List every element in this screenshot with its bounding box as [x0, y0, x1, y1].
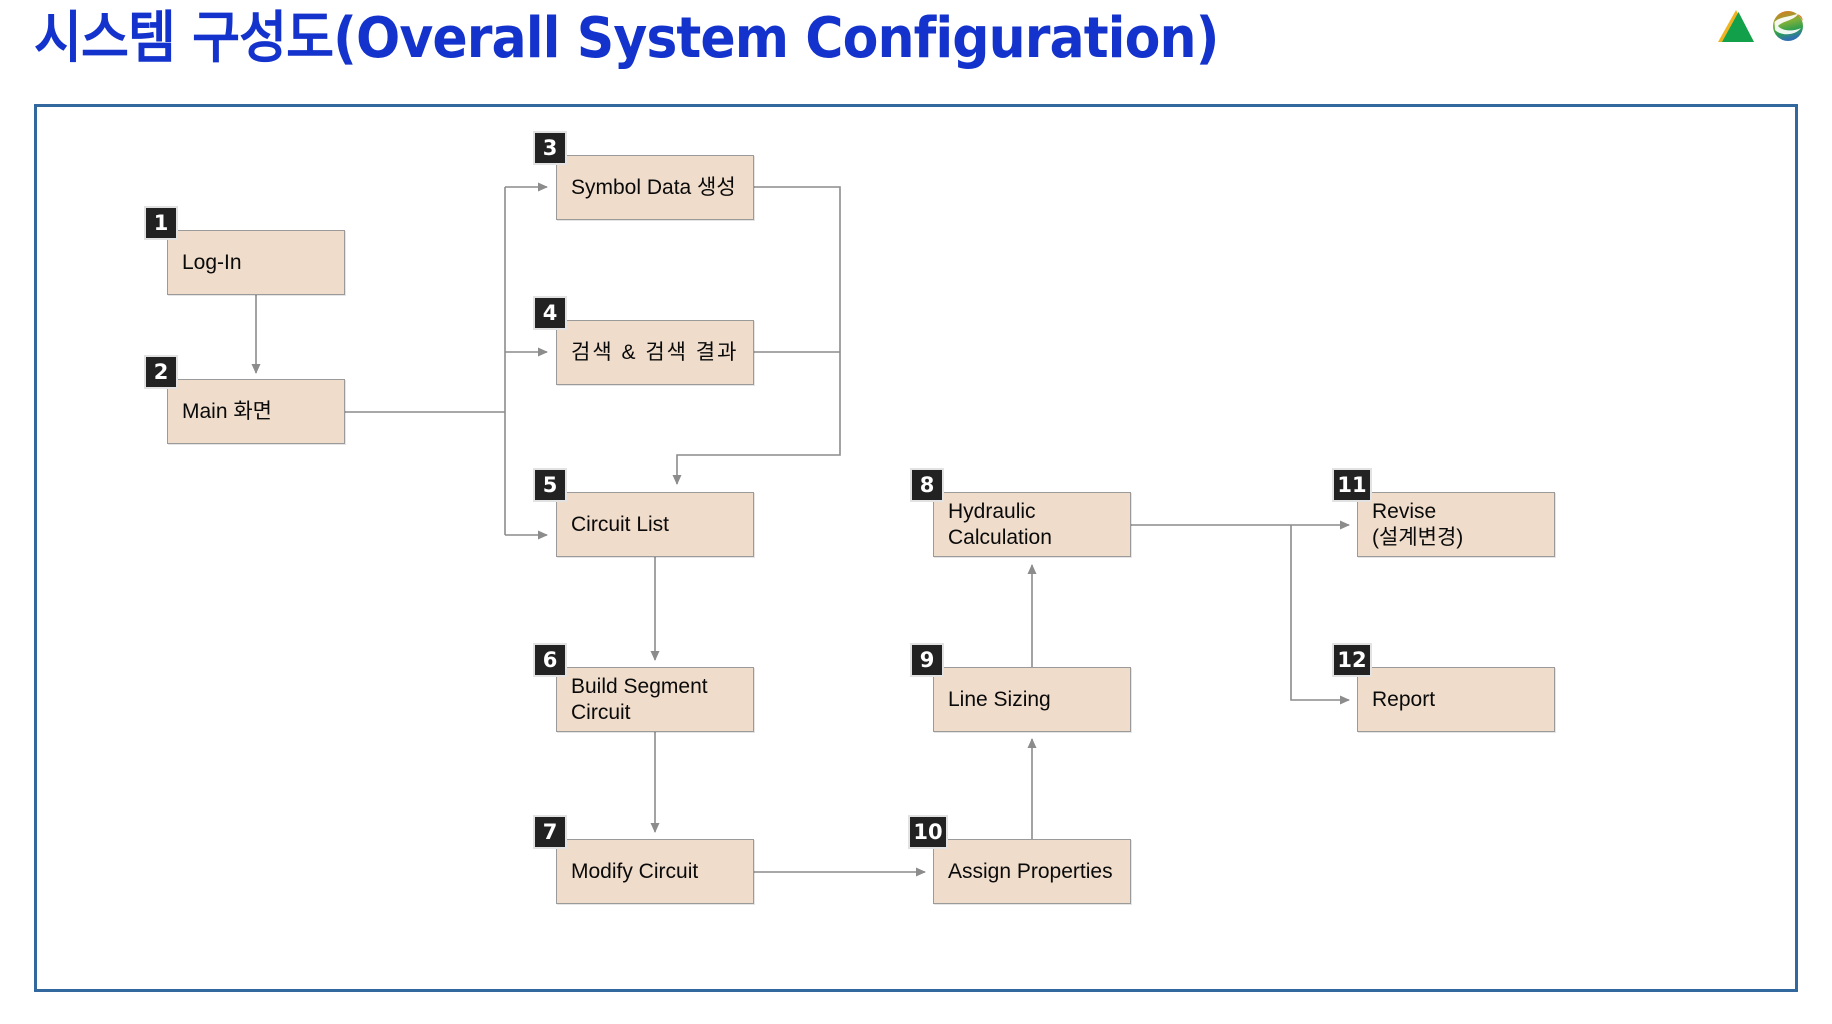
- process-node-7[interactable]: 7 Modify Circuit: [533, 815, 754, 904]
- node-label: Modify Circuit: [571, 859, 699, 883]
- node-label: Revise (설계변경): [1372, 499, 1464, 549]
- node-number-badge: 12: [1332, 643, 1372, 677]
- page-title: 시스템 구성도(Overall System Configuration): [34, 6, 1219, 71]
- process-node-6[interactable]: 6 Build Segment Circuit: [533, 643, 754, 732]
- node-number-badge: 1: [144, 206, 178, 240]
- node-number-badge: 5: [533, 468, 567, 502]
- node-label: Report: [1372, 687, 1436, 711]
- node-number-badge: 10: [908, 815, 948, 849]
- node-number-badge: 3: [533, 131, 567, 165]
- node-number-badge: 9: [910, 643, 944, 677]
- node-number-badge: 11: [1332, 468, 1372, 502]
- node-label: Build Segment Circuit: [571, 674, 708, 724]
- node-label: Line Sizing: [948, 687, 1051, 711]
- process-node-11[interactable]: 11 Revise (설계변경): [1332, 468, 1555, 557]
- node-label: Log-In: [182, 250, 242, 274]
- process-node-12[interactable]: 12 Report: [1332, 643, 1555, 732]
- node-label: Main 화면: [182, 399, 272, 423]
- green-triangle-logo: [1718, 10, 1754, 42]
- diagram-frame: 1 Log-In 2 Main 화면 3 Symbol Data 생성 4 검색…: [34, 104, 1798, 992]
- process-node-3[interactable]: 3 Symbol Data 생성: [533, 131, 754, 220]
- process-node-5[interactable]: 5 Circuit List: [533, 468, 754, 557]
- node-label: Symbol Data 생성: [571, 175, 736, 199]
- node-label: Assign Properties: [948, 859, 1113, 883]
- process-node-2[interactable]: 2 Main 화면: [144, 355, 345, 444]
- node-number-badge: 6: [533, 643, 567, 677]
- node-label: 검색 & 검색 결과: [571, 340, 739, 364]
- circular-swirl-logo: [1773, 11, 1803, 41]
- logo-group: [1716, 8, 1806, 44]
- node-number-badge: 4: [533, 296, 567, 330]
- node-label: Hydraulic Calculation: [948, 499, 1052, 549]
- process-node-4[interactable]: 4 검색 & 검색 결과: [533, 296, 754, 385]
- process-node-8[interactable]: 8 Hydraulic Calculation: [910, 468, 1131, 557]
- node-number-badge: 2: [144, 355, 178, 389]
- process-node-1[interactable]: 1 Log-In: [144, 206, 345, 295]
- node-number-badge: 7: [533, 815, 567, 849]
- process-node-10[interactable]: 10 Assign Properties: [908, 815, 1131, 904]
- node-label: Circuit List: [571, 512, 670, 536]
- node-number-badge: 8: [910, 468, 944, 502]
- process-node-9[interactable]: 9 Line Sizing: [910, 643, 1131, 732]
